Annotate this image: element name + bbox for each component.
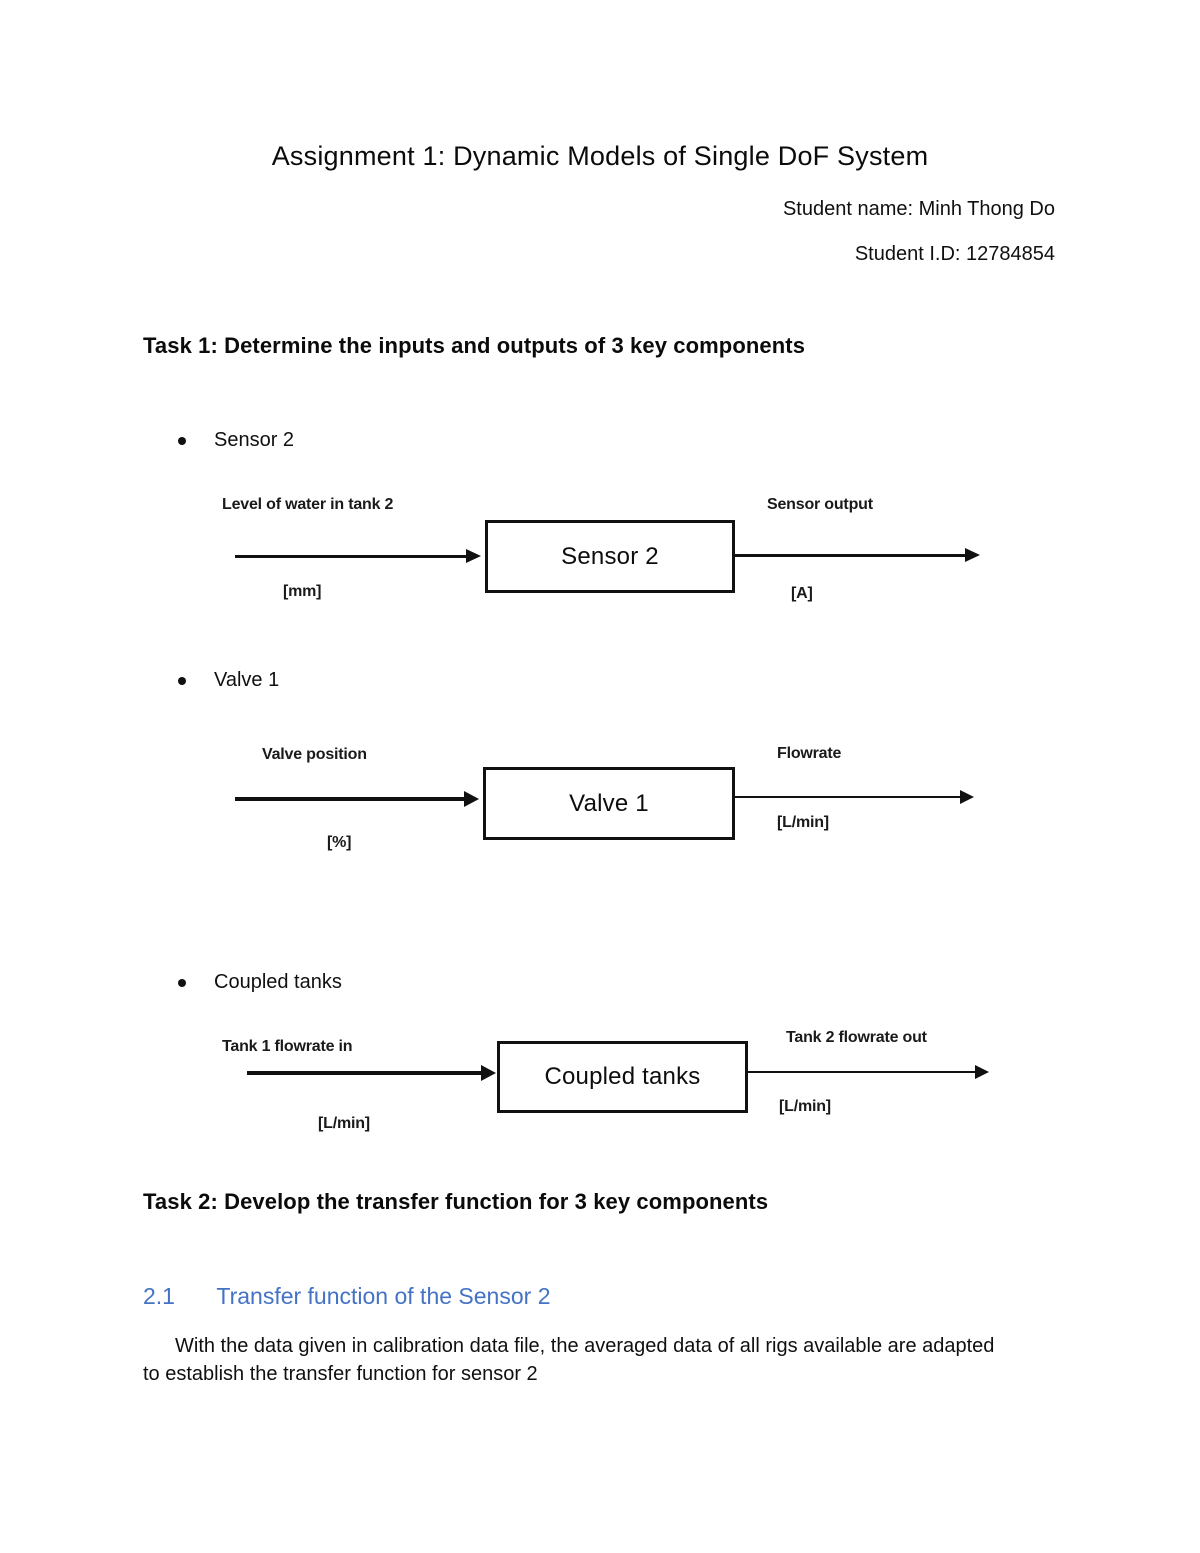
student-name-line: Student name: Minh Thong Do <box>782 198 1055 220</box>
arrowhead-icon <box>481 1065 496 1081</box>
output-label: Sensor output <box>767 496 873 513</box>
bullet-icon <box>178 978 186 987</box>
block-label: Coupled tanks <box>544 1063 701 1090</box>
bullet-item-valve1: Valve 1 <box>178 669 279 692</box>
arrow-line <box>748 1071 978 1073</box>
section-title: Transfer function of the Sensor 2 <box>216 1283 551 1309</box>
arrow-line <box>247 1071 485 1075</box>
block-sensor2: Sensor 2 <box>485 520 735 593</box>
bullet-icon <box>178 436 186 445</box>
arrowhead-icon <box>464 791 479 807</box>
output-unit: [A] <box>791 585 813 602</box>
arrowhead-icon <box>975 1065 989 1079</box>
arrowhead-icon <box>466 549 481 563</box>
bullet-item-coupled-tanks: Coupled tanks <box>178 971 342 994</box>
bullet-icon <box>178 676 186 685</box>
arrowhead-icon <box>965 548 980 562</box>
arrow-line <box>235 797 468 801</box>
block-coupled-tanks: Coupled tanks <box>497 1041 748 1113</box>
arrow-line <box>735 554 967 557</box>
block-valve1: Valve 1 <box>483 767 735 840</box>
output-label: Tank 2 flowrate out <box>786 1029 927 1046</box>
block-label: Valve 1 <box>569 789 649 817</box>
bullet-item-sensor2: Sensor 2 <box>178 429 294 452</box>
input-label: Valve position <box>262 746 367 763</box>
task2-heading: Task 2: Develop the transfer function fo… <box>143 1189 769 1214</box>
arrow-line <box>235 555 468 558</box>
task1-heading: Task 1: Determine the inputs and outputs… <box>143 333 806 358</box>
input-unit: [mm] <box>283 583 322 600</box>
section-number: 2.1 <box>143 1283 175 1309</box>
block-label: Sensor 2 <box>561 542 659 570</box>
arrowhead-icon <box>960 790 974 804</box>
input-label: Level of water in tank 2 <box>222 496 394 513</box>
input-label: Tank 1 flowrate in <box>222 1038 353 1055</box>
section-2-1-heading: 2.1 Transfer function of the Sensor 2 <box>143 1283 550 1310</box>
output-unit: [L/min] <box>777 814 829 831</box>
arrow-line <box>735 796 963 798</box>
output-unit: [L/min] <box>779 1098 831 1115</box>
bullet-label: Coupled tanks <box>214 971 342 993</box>
bullet-label: Sensor 2 <box>214 429 295 451</box>
input-unit: [L/min] <box>318 1115 370 1132</box>
student-id-line: Student I.D: 12784854 <box>854 243 1055 265</box>
output-label: Flowrate <box>777 745 842 762</box>
body-paragraph: With the data given in calibration data … <box>143 1335 995 1385</box>
bullet-label: Valve 1 <box>214 669 280 691</box>
page-title: Assignment 1: Dynamic Models of Single D… <box>271 141 929 171</box>
input-unit: [%] <box>327 834 352 851</box>
